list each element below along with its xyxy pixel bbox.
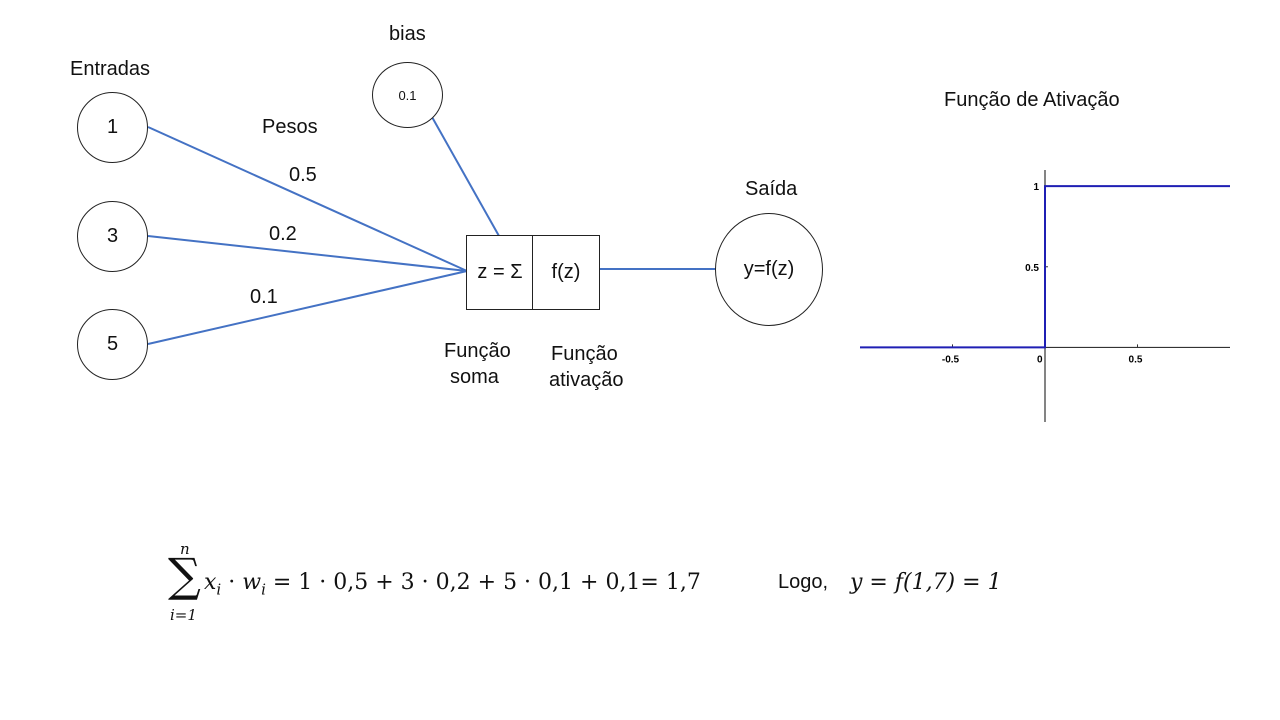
sum-caption: Função soma [444,338,511,390]
wire-input-2 [147,235,468,272]
weights-title: Pesos [262,116,318,138]
x-tick-label: 0 [1037,354,1043,365]
formula-w-sub: i [261,580,266,599]
logo-text: Logo, [778,571,829,593]
result-formula: y = f(1,7) = 1 [850,570,1002,595]
sigma-symbol: ∑ [168,548,201,602]
bias-node: 0.1 [372,62,443,128]
formula-rest: = 1 · 0,5 + 3 · 0,2 + 5 · 0,1 + 0,1= 1,7 [265,570,701,595]
step-function-line [860,185,1230,349]
inputs-title: Entradas [70,58,151,80]
weight-label-1: 0.5 [289,164,317,186]
output-node: y=f(z) [715,213,823,326]
weight-label-3: 0.1 [250,286,278,308]
input-value: 3 [106,225,119,247]
y-tick-label: 0.5 [1025,263,1039,274]
formula-dot: · [221,570,243,595]
output-title: Saída [745,178,798,200]
activation-step-chart: -0.5 0 0.5 0.5 1 [860,170,1230,422]
activation-caption-line2: ativação [549,369,624,391]
bias-title: bias [389,23,426,45]
activation-function-box: f(z) [532,235,600,310]
sum-function-box: z = Σ [466,235,534,310]
activation-caption-line1: Função [551,343,618,365]
wire-bias [431,116,500,237]
x-tick-label: -0.5 [942,354,960,365]
formula-expression: xi · wi = 1 · 0,5 + 3 · 0,2 + 5 · 0,1 + … [204,570,701,598]
chart-title: Função de Ativação [944,89,1120,111]
sum-caption-line1: Função [444,340,511,362]
formula-x: x [204,570,217,595]
y-tick-label: 1 [1033,182,1039,193]
formula-w: w [242,570,262,595]
bias-value: 0.1 [398,87,417,103]
activation-caption: Função ativação [549,341,624,393]
sum-function-text: z = Σ [477,261,523,283]
summation-formula: n ∑ i=1 xi · wi = 1 · 0,5 + 3 · 0,2 + 5 … [166,540,706,630]
formula-x-sub: i [216,580,222,599]
input-value: 1 [106,116,119,138]
input-node-3: 5 [77,309,148,380]
input-node-2: 3 [77,201,148,272]
activation-function-text: f(z) [551,261,581,283]
input-value: 5 [106,333,119,355]
input-node-1: 1 [77,92,148,163]
wire-input-3 [147,270,468,345]
wire-input-1 [147,126,468,272]
sum-upper-limit: n [180,540,190,558]
sum-caption-line2: soma [450,366,499,388]
weight-label-2: 0.2 [269,223,297,245]
output-text: y=f(z) [743,258,795,280]
x-tick-label: 0.5 [1129,354,1143,365]
sum-lower-limit: i=1 [170,606,197,624]
